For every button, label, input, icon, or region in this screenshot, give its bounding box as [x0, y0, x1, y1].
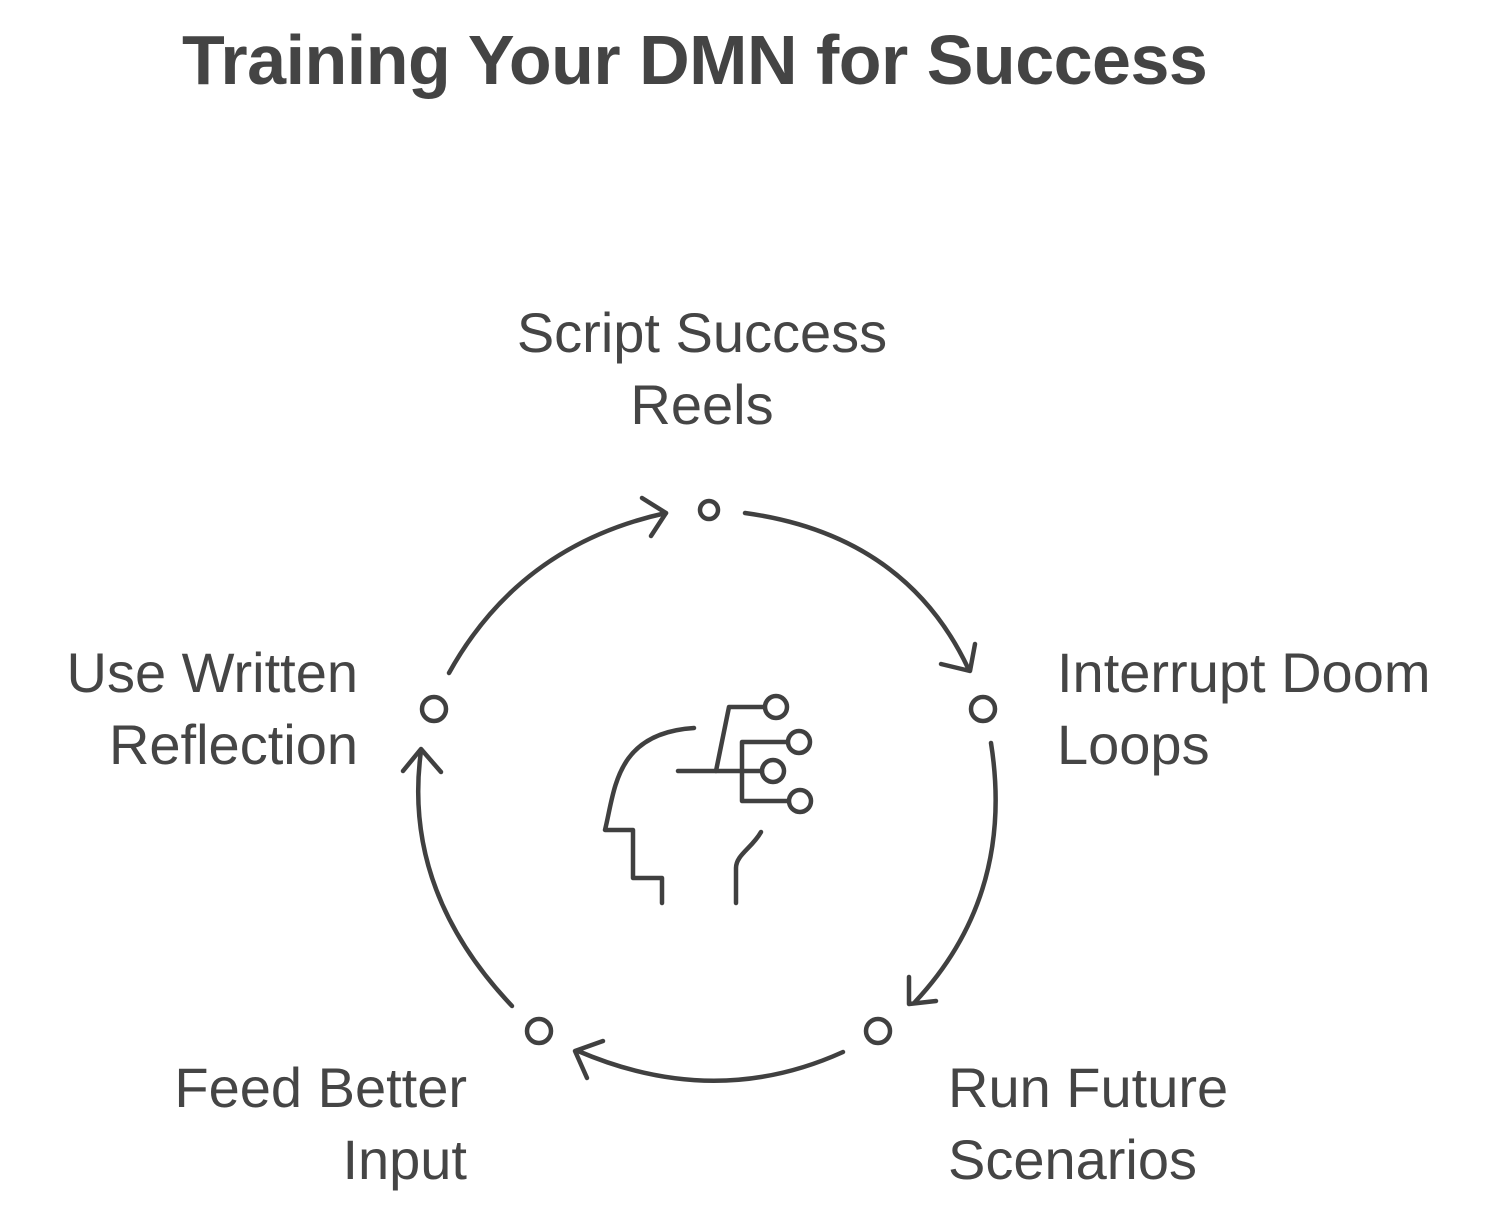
- head-circuit-icon: [602, 693, 814, 906]
- step-label-line: Input: [342, 1128, 467, 1191]
- node-marker-feed-better-input: [524, 1016, 554, 1046]
- step-label-interrupt-doom-loops: Interrupt Doom Loops: [1057, 637, 1487, 781]
- node-marker-run-future-scenarios: [863, 1016, 893, 1046]
- step-label-run-future-scenarios: Run Future Scenarios: [948, 1052, 1368, 1196]
- step-label-line: Use Written: [66, 641, 358, 704]
- step-label-line: Reels: [630, 373, 774, 436]
- step-label-line: Scenarios: [948, 1128, 1198, 1191]
- arrow-to-run-future-scenarios: [906, 740, 998, 1007]
- node-marker-interrupt-doom-loops: [968, 694, 998, 724]
- step-label-line: Feed Better: [174, 1056, 467, 1119]
- step-label-script-success-reels: Script Success Reels: [452, 297, 952, 441]
- arrow-to-interrupt-doom-loops: [742, 510, 978, 674]
- step-label-line: Loops: [1057, 713, 1210, 776]
- arrow-to-feed-better-input: [572, 1038, 846, 1083]
- arrow-to-use-written-reflection: [400, 746, 515, 1009]
- step-label-feed-better-input: Feed Better Input: [62, 1052, 467, 1196]
- step-label-line: Interrupt Doom: [1057, 641, 1431, 704]
- step-label-line: Script Success: [516, 301, 888, 364]
- node-marker-use-written-reflection: [419, 694, 449, 724]
- step-label-use-written-reflection: Use Written Reflection: [0, 637, 358, 781]
- page-title: Training Your DMN for Success: [182, 21, 1208, 99]
- arrow-to-script-success-reels: [446, 495, 669, 676]
- node-marker-script-success-reels: [697, 498, 721, 522]
- step-label-line: Run Future: [948, 1056, 1229, 1119]
- step-label-line: Reflection: [108, 713, 358, 776]
